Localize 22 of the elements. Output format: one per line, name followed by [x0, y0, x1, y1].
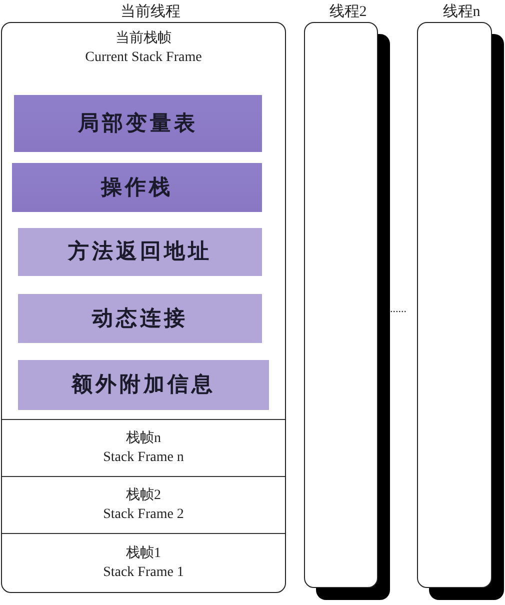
frame-label: Stack Frame 1	[103, 564, 184, 582]
frame-label: 栈帧n	[126, 430, 161, 448]
frame-label: 当前栈帧	[116, 30, 172, 48]
stack-frame-part	[18, 294, 262, 343]
part-label: 方法返回地址	[68, 238, 212, 266]
part-label: 动态连接	[92, 304, 188, 332]
part-label: 操作栈	[101, 174, 173, 201]
stack-frame-part	[14, 95, 262, 152]
frame-label: Stack Frame n	[103, 449, 184, 467]
stack-frame-part	[18, 360, 269, 410]
frame-label: Stack Frame 2	[103, 506, 184, 524]
frame-label: 栈帧2	[126, 486, 161, 505]
stack-frame-part	[18, 228, 262, 276]
part-label: 额外附加信息	[72, 371, 216, 398]
frame-label: 栈帧1	[126, 544, 161, 562]
part-label: 局部变量表	[78, 110, 198, 137]
ellipsis-label: ......	[390, 303, 406, 315]
stack-frame-part	[12, 163, 262, 212]
thread-label: 线程2	[329, 2, 367, 22]
frame-label: Current Stack Frame	[85, 49, 202, 67]
thread-label: 线程n	[442, 2, 480, 22]
thread-label: 当前线程	[120, 2, 180, 22]
